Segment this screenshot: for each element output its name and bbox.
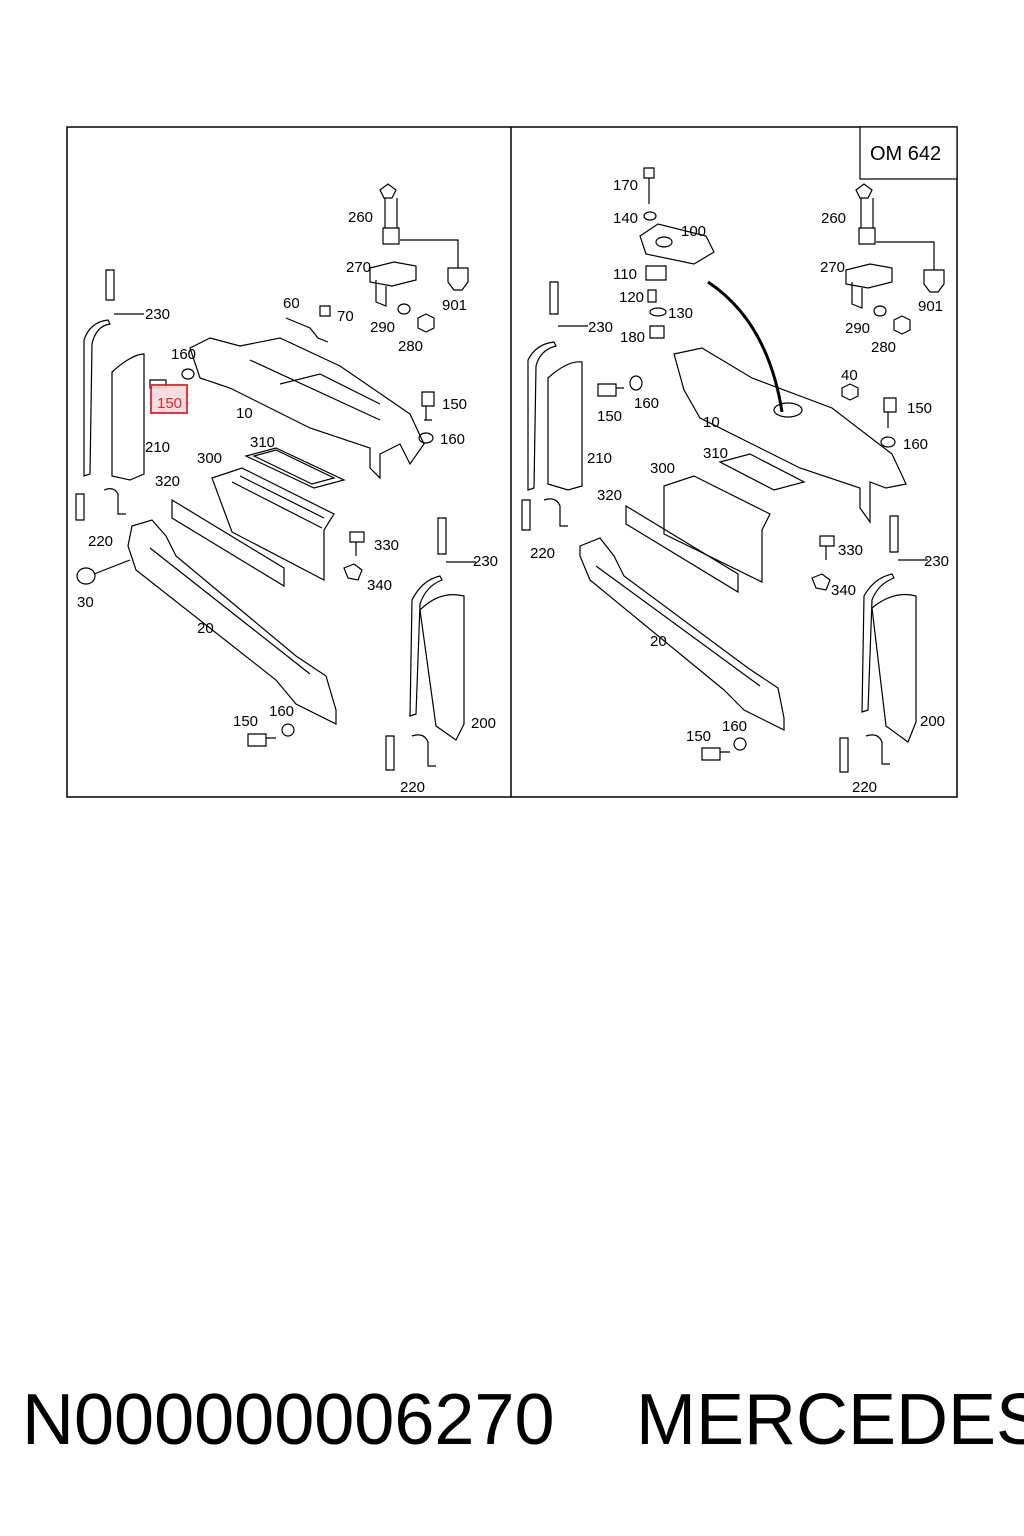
callout: 110 bbox=[613, 266, 637, 283]
callout: 280 bbox=[398, 338, 423, 355]
callout: 200 bbox=[920, 713, 945, 730]
callout: 300 bbox=[650, 460, 675, 477]
parts-diagram: OM 642 bbox=[66, 126, 958, 798]
callout: 340 bbox=[831, 582, 856, 599]
footer: N000000006270 MERCEDES bbox=[0, 1370, 1024, 1480]
callout: 10 bbox=[236, 405, 253, 422]
callout: 340 bbox=[367, 577, 392, 594]
callout: 70 bbox=[337, 308, 354, 325]
callout: 320 bbox=[155, 473, 180, 490]
diagram-frame bbox=[66, 126, 958, 798]
callout: 120 bbox=[619, 289, 644, 306]
callout: 310 bbox=[703, 445, 728, 462]
callout: 290 bbox=[845, 320, 870, 337]
left-panel-parts bbox=[75, 183, 476, 771]
callout: 130 bbox=[668, 305, 693, 322]
callout: 20 bbox=[650, 633, 667, 650]
callout: 160 bbox=[634, 395, 659, 412]
callout: 210 bbox=[587, 450, 612, 467]
callout: 220 bbox=[88, 533, 113, 550]
callout: 320 bbox=[597, 487, 622, 504]
callout: 180 bbox=[620, 329, 645, 346]
callout: 270 bbox=[820, 259, 845, 276]
callout: 901 bbox=[918, 298, 943, 315]
callout: 260 bbox=[348, 209, 373, 226]
callout: 150 bbox=[233, 713, 258, 730]
callout: 150 bbox=[686, 728, 711, 745]
highlight-box bbox=[150, 384, 188, 414]
callout: 160 bbox=[903, 436, 928, 453]
callout: 280 bbox=[871, 339, 896, 356]
right-callouts: 170 140 100 260 110 270 901 120 130 290 … bbox=[530, 177, 949, 796]
callout: 300 bbox=[197, 450, 222, 467]
part-number: N000000006270 bbox=[22, 1380, 555, 1460]
callout: 150 bbox=[907, 400, 932, 417]
callout: 220 bbox=[852, 779, 877, 796]
callout: 170 bbox=[613, 177, 638, 194]
callout: 100 bbox=[681, 223, 706, 240]
callout: 270 bbox=[346, 259, 371, 276]
callout: 330 bbox=[838, 542, 863, 559]
callout: 160 bbox=[269, 703, 294, 720]
callout: 901 bbox=[442, 297, 467, 314]
callout: 60 bbox=[283, 295, 300, 312]
callout: 230 bbox=[588, 319, 613, 336]
callout: 150 bbox=[597, 408, 622, 425]
callout: 220 bbox=[400, 779, 425, 796]
variant-box bbox=[859, 126, 958, 180]
callout: 290 bbox=[370, 319, 395, 336]
callout: 20 bbox=[197, 620, 214, 637]
callout: 230 bbox=[924, 553, 949, 570]
callout: 160 bbox=[171, 346, 196, 363]
callout: 220 bbox=[530, 545, 555, 562]
callout: 230 bbox=[145, 306, 170, 323]
callout-highlighted[interactable]: 150 bbox=[157, 395, 182, 412]
callout: 260 bbox=[821, 210, 846, 227]
callout: 200 bbox=[471, 715, 496, 732]
callout: 160 bbox=[440, 431, 465, 448]
right-panel-parts bbox=[521, 167, 945, 773]
callout: 10 bbox=[703, 414, 720, 431]
brand-name: MERCEDES bbox=[636, 1380, 1024, 1460]
variant-label: OM 642 bbox=[870, 143, 941, 165]
callout: 230 bbox=[473, 553, 498, 570]
callout: 210 bbox=[145, 439, 170, 456]
callout: 40 bbox=[841, 367, 858, 384]
callout: 30 bbox=[77, 594, 94, 611]
callout: 310 bbox=[250, 434, 275, 451]
left-callouts: 260 270 901 290 280 60 70 230 160 150 10… bbox=[77, 209, 498, 796]
callout: 160 bbox=[722, 718, 747, 735]
callout: 330 bbox=[374, 537, 399, 554]
callout: 150 bbox=[442, 396, 467, 413]
callout: 140 bbox=[613, 210, 638, 227]
